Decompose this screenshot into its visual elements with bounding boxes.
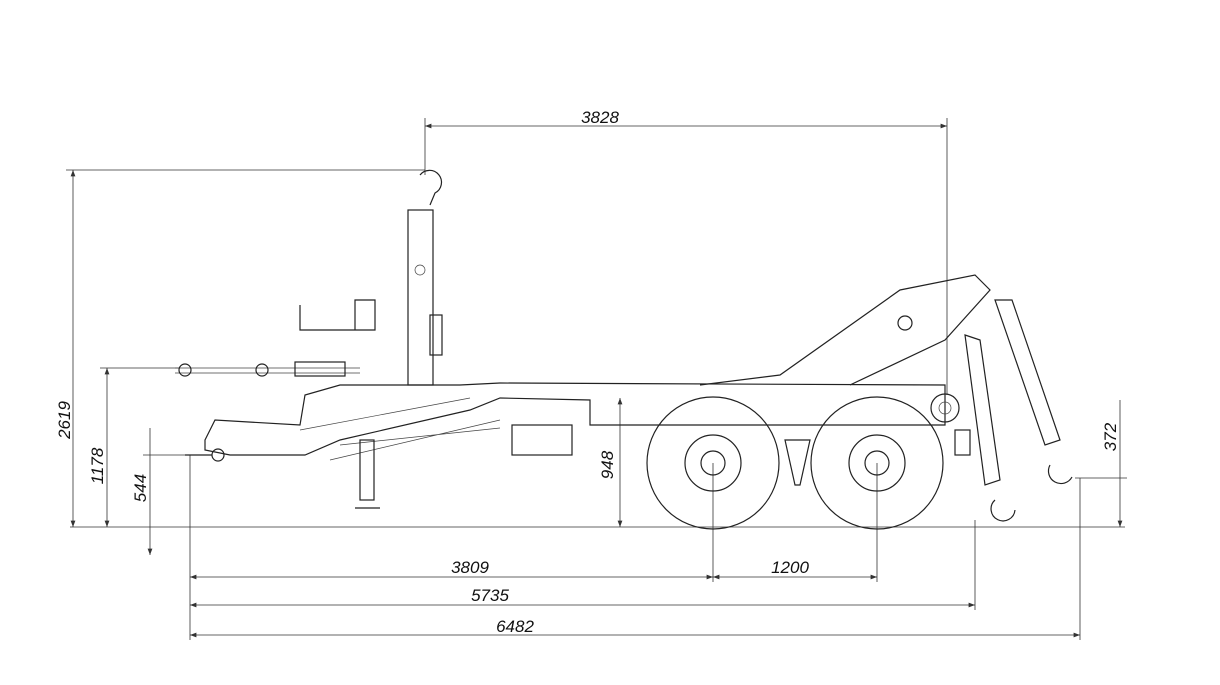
dimension-544: 544 (131, 428, 190, 555)
dimension-1178: 1178 (88, 367, 180, 527)
dim-label-948: 948 (598, 450, 617, 479)
dim-label-6482: 6482 (496, 617, 534, 636)
drawbar-chain (175, 361, 360, 462)
hook-arm (299, 169, 443, 386)
dimension-3828: 3828 (424, 108, 948, 395)
support-leg (355, 439, 380, 509)
dimension-3809: 3809 (190, 558, 713, 580)
dim-label-3809: 3809 (451, 558, 489, 577)
dim-label-5735: 5735 (471, 586, 509, 605)
dimension-6482: 6482 (190, 617, 1080, 638)
dim-label-2619: 2619 (55, 401, 74, 440)
dim-label-544: 544 (131, 474, 150, 502)
dim-label-372: 372 (1101, 422, 1120, 451)
wheel-rear (810, 396, 944, 530)
dimension-2619: 2619 (55, 169, 425, 527)
dimension-948: 948 (598, 398, 623, 527)
trailer-frame (204, 274, 991, 461)
wheel-front (646, 396, 780, 530)
axle-hanger (784, 439, 811, 486)
dim-label-1200: 1200 (771, 558, 809, 577)
dimension-372: 372 (1075, 400, 1127, 527)
dim-label-3828: 3828 (581, 108, 619, 127)
dimension-5735: 5735 (190, 586, 975, 608)
dim-label-1178: 1178 (88, 447, 107, 484)
dimension-1200: 1200 (713, 558, 877, 580)
rear-stabilizers (964, 299, 1073, 522)
